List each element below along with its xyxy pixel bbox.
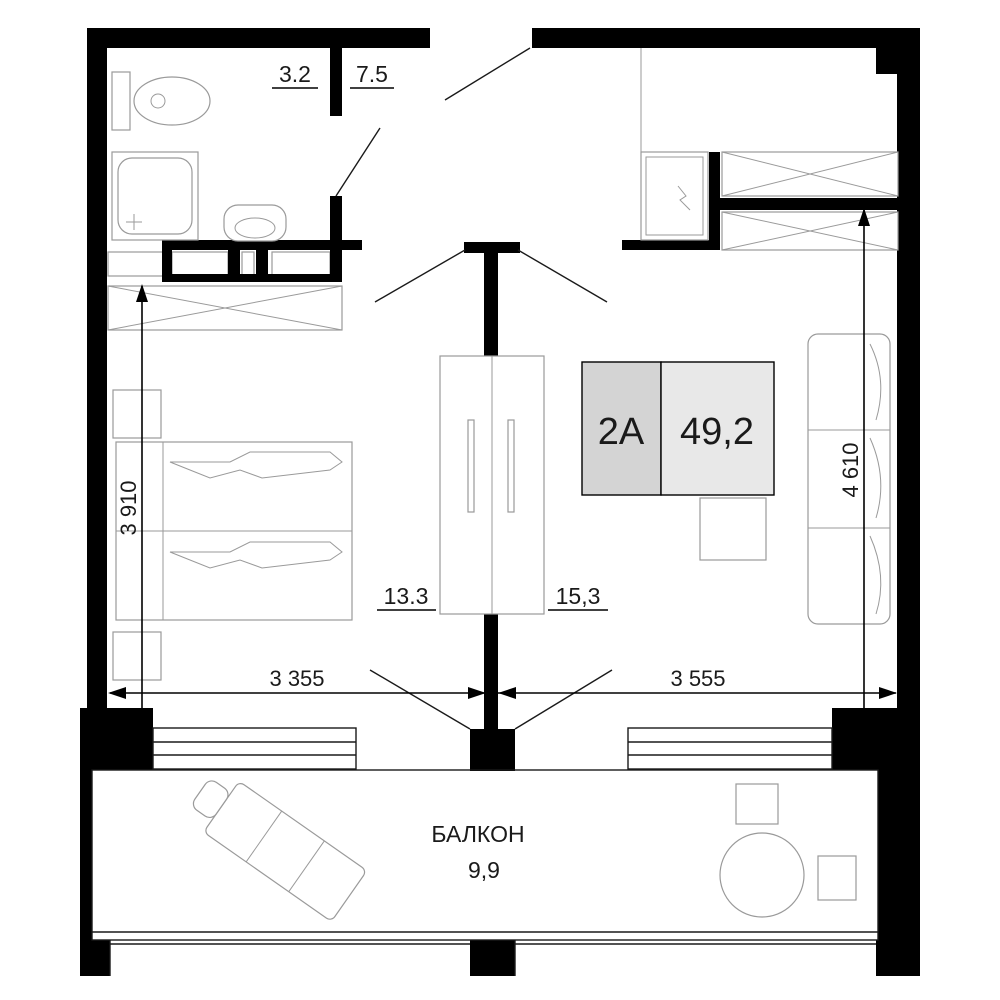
balcony-chair [817,855,857,901]
total-area-box [660,361,775,496]
chair [699,497,767,561]
wall-right [897,28,920,708]
toilet-bowl [133,76,211,126]
dim-left-height: 3 910 [116,480,141,535]
wall-top-left [87,28,430,48]
apartment-badge: 2A 49,2 [581,361,775,496]
wall-left [87,28,107,708]
toilet-area: 3.2 [279,61,311,87]
bathroom-fixtures [107,71,342,282]
lounger [192,780,366,920]
balcony-bottom-left [80,940,110,976]
living-area: 15,3 [556,583,601,609]
wall-bathroom-divider-bottom [330,196,342,248]
hall-area: 7.5 [356,61,388,87]
balcony-door-left-swing [369,669,471,730]
sink [223,204,287,242]
wall-kitchen-shelf [720,198,900,210]
balcony-bottom-right [876,940,920,976]
wall-top-right [532,28,920,48]
balcony-door-right-swing [514,669,613,730]
balcony-furniture: БАЛКОН 9,9 [192,780,857,920]
wall-bathroom-bottom [162,240,362,250]
nightstand-bottom [112,631,162,681]
wall-right-notch [876,48,900,74]
bedroom-door-swing [374,249,466,303]
total-area: 49,2 [680,411,754,453]
balcony-table [719,832,805,918]
dim-left-width: 3 355 [269,666,324,691]
balcony-area: 9,9 [468,857,500,883]
nightstand-top [112,389,162,439]
bathroom-door-swing [335,127,381,197]
door-swings [335,47,613,730]
wall-bathroom-divider-top [330,48,342,116]
balcony-name: БАЛКОН [431,821,524,847]
entry-door-swing [444,47,531,101]
living-door-swing [517,249,608,303]
pillar-right [832,708,920,770]
windows [91,727,879,976]
apartment-code: 2A [598,411,645,453]
bedroom-furniture [107,285,545,681]
balcony-pillar-bottom [470,940,515,976]
dimensions: 3 355 3 555 3 910 4 610 [108,208,897,730]
apartment-code-box [581,361,662,496]
pillar-center [470,729,515,771]
fridge [640,151,709,241]
balcony-stool [735,783,779,825]
wall-kitchen-vertical [709,152,720,250]
toilet-tank [111,71,131,131]
dim-right-width: 3 555 [670,666,725,691]
kitchen-furniture [640,48,899,625]
dim-right-height: 4 610 [838,442,863,497]
wall-kitchen-bottom [622,240,718,250]
room-labels: 3.2 7.5 13.3 15,3 [272,61,608,611]
balcony-wall-left [80,770,92,976]
sofa [807,333,891,625]
bedroom-area: 13.3 [384,583,429,609]
